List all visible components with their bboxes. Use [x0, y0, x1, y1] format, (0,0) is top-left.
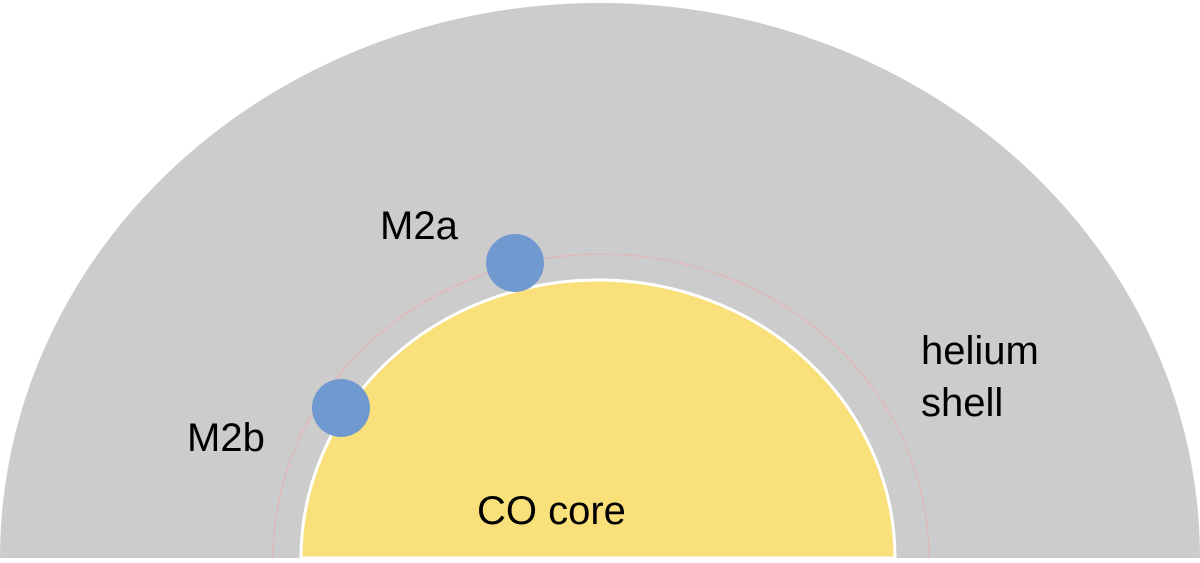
blob-m2b [312, 379, 370, 437]
blob-m2a [486, 234, 544, 292]
baseline [0, 558, 1200, 563]
label-helium-shell-line1: helium [921, 329, 1039, 373]
label-co-core: CO core [477, 489, 626, 533]
label-helium-shell-line2: shell [921, 381, 1004, 425]
detonation-ring [272, 253, 930, 559]
label-m2b: M2b [187, 416, 265, 460]
label-helium-shell: helium shell [921, 325, 1039, 429]
label-m2a: M2a [380, 204, 458, 248]
